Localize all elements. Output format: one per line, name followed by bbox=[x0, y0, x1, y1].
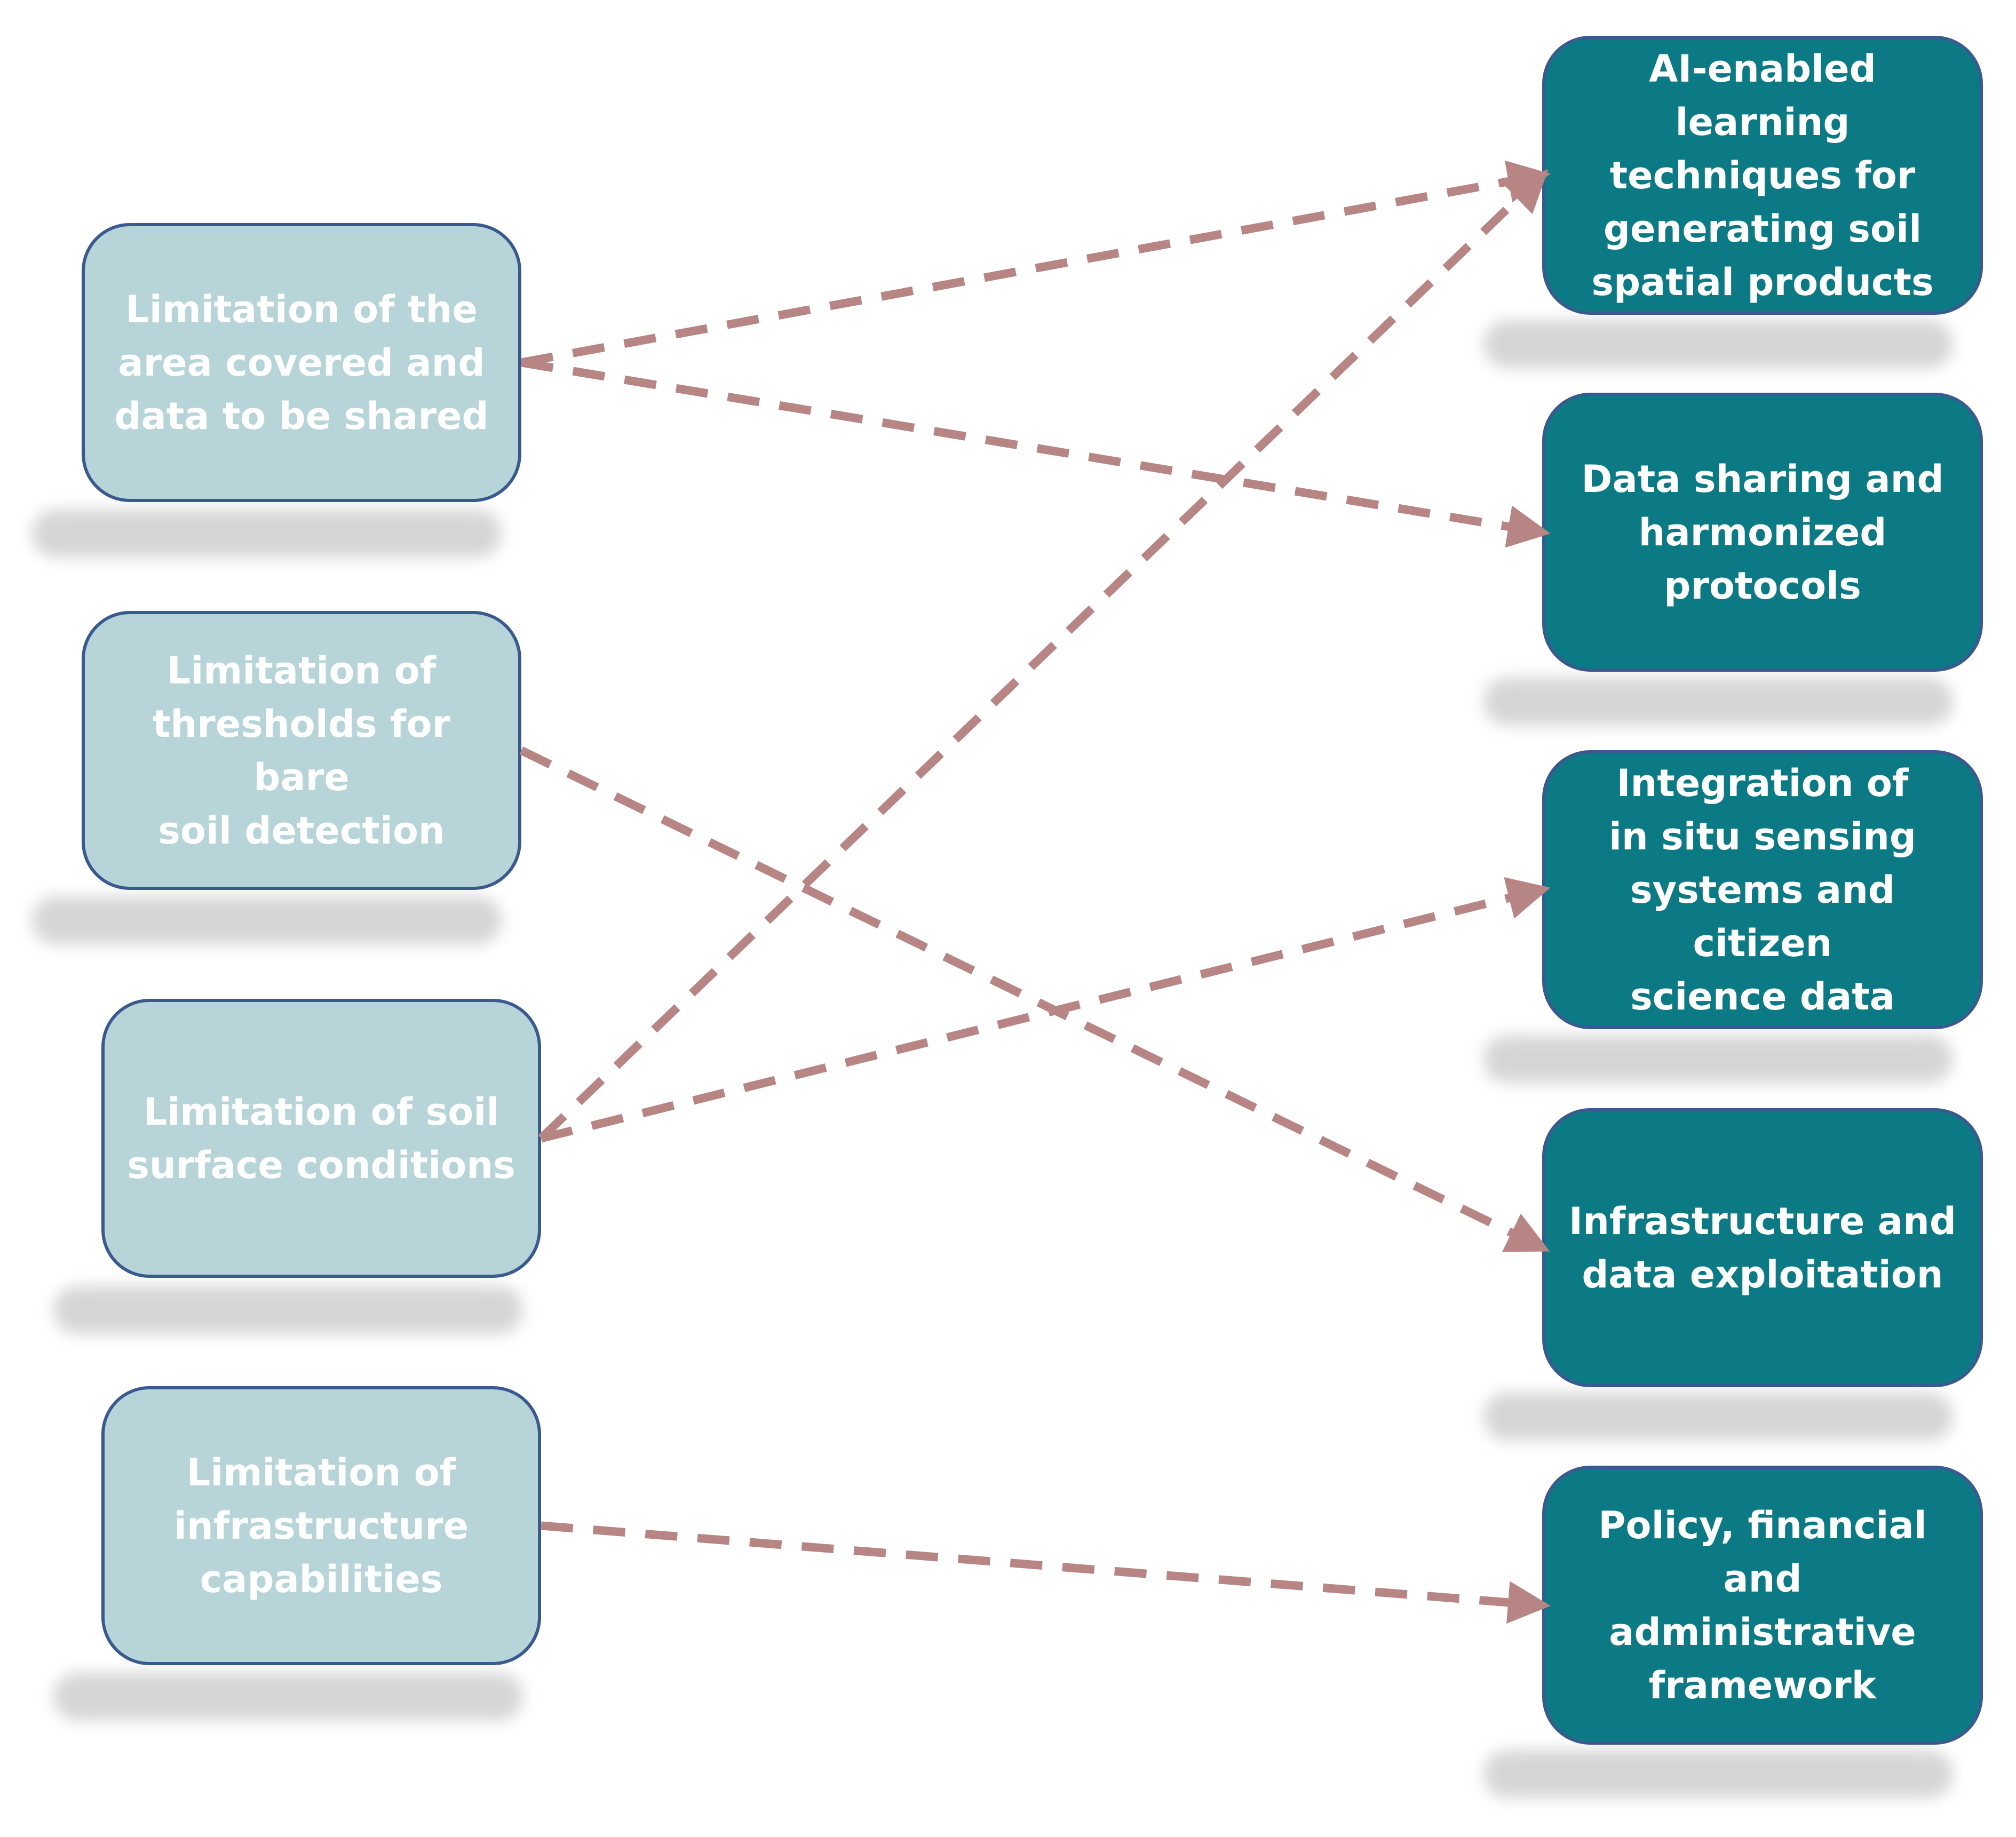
connector-arrow-l2-r4 bbox=[519, 746, 1550, 1252]
policy-framework-box: Policy, financial and administrative fra… bbox=[1542, 1466, 1983, 1745]
ai-enabled-learning-label: AI-enabled learning techniques for gener… bbox=[1591, 46, 1934, 304]
ai-enabled-learning-box: AI-enabled learning techniques for gener… bbox=[1542, 36, 1983, 315]
limitation-infrastructure-label: Limitation of infrastructure capabilitie… bbox=[173, 1450, 469, 1601]
connector-arrow-l3-r3 bbox=[540, 877, 1551, 1143]
box-shadow bbox=[53, 1286, 523, 1334]
data-sharing-box: Data sharing and harmonized protocols bbox=[1542, 393, 1983, 672]
box-shadow bbox=[53, 1673, 523, 1721]
connector-arrow-l3-r1 bbox=[538, 169, 1549, 1142]
connector-arrow-l1-r1 bbox=[520, 160, 1551, 367]
box-shadow bbox=[1483, 320, 1953, 368]
policy-framework-label: Policy, financial and administrative fra… bbox=[1598, 1503, 1927, 1707]
data-sharing-label: Data sharing and harmonized protocols bbox=[1581, 457, 1944, 608]
connector-arrow-l4-r5 bbox=[541, 1521, 1551, 1624]
infrastructure-exploitation-box: Infrastructure and data exploitation bbox=[1542, 1108, 1983, 1387]
limitation-thresholds-box: Limitation of thresholds for bare soil d… bbox=[82, 611, 521, 890]
limitation-thresholds-label: Limitation of thresholds for bare soil d… bbox=[152, 648, 451, 853]
box-shadow bbox=[1483, 1393, 1953, 1441]
box-shadow bbox=[1483, 1750, 1953, 1798]
limitation-soil-surface-label: Limitation of soil surface conditions bbox=[127, 1090, 515, 1187]
in-situ-integration-label: Integration of in situ sensing systems a… bbox=[1608, 761, 1917, 1019]
limitation-soil-surface-box: Limitation of soil surface conditions bbox=[101, 999, 541, 1278]
box-shadow bbox=[32, 510, 502, 558]
limitation-area-covered-label: Limitation of the area covered and data … bbox=[114, 287, 489, 438]
limitation-area-covered-box: Limitation of the area covered and data … bbox=[82, 223, 521, 502]
box-shadow bbox=[32, 896, 502, 944]
box-shadow bbox=[1483, 678, 1953, 726]
connector-arrow-l1-r2 bbox=[520, 358, 1551, 548]
in-situ-integration-box: Integration of in situ sensing systems a… bbox=[1542, 750, 1983, 1029]
infrastructure-exploitation-label: Infrastructure and data exploitation bbox=[1569, 1199, 1956, 1297]
box-shadow bbox=[1483, 1035, 1953, 1083]
limitation-infrastructure-box: Limitation of infrastructure capabilitie… bbox=[101, 1386, 541, 1665]
